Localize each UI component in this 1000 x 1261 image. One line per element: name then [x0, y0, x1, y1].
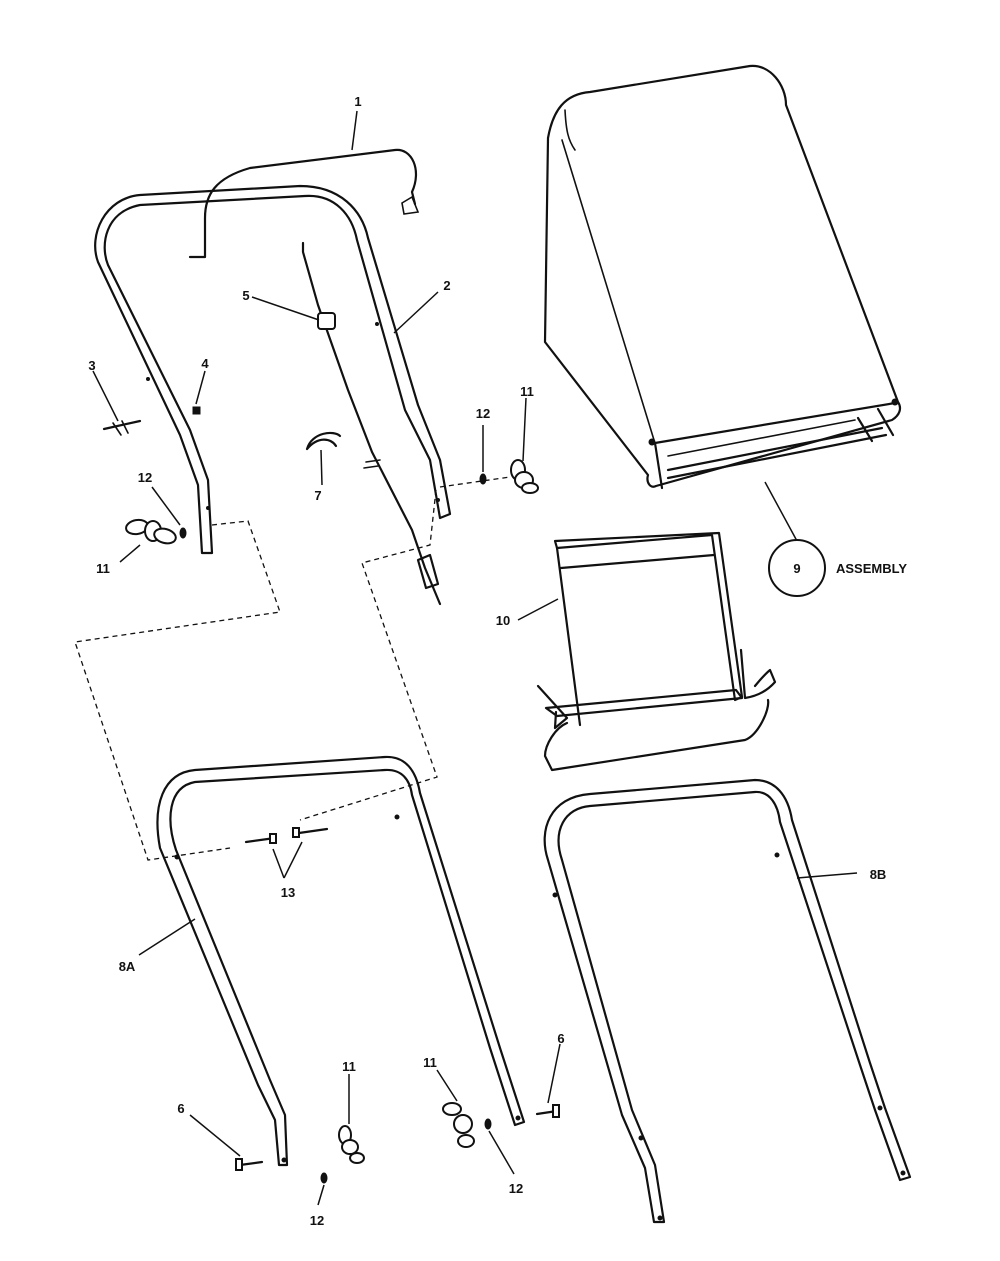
callout-4: 4	[201, 356, 209, 371]
leader-4	[195, 370, 206, 405]
callout-6b: 6	[557, 1031, 564, 1046]
callout-3: 3	[88, 358, 95, 373]
callout-11d: 11	[423, 1055, 437, 1070]
part-11-wing-nut-lower-right	[442, 1102, 475, 1148]
part-5-control-cable	[301, 241, 442, 606]
leader-9	[764, 481, 798, 542]
leader-8a	[138, 918, 196, 956]
leader-3	[92, 370, 119, 422]
leader-10	[517, 598, 559, 621]
part-6-bolt-right	[535, 1104, 560, 1118]
callout-12c: 12	[310, 1213, 324, 1228]
leader-7	[320, 449, 323, 486]
leader-11a	[119, 544, 141, 563]
part-7-cable-clip	[305, 431, 342, 451]
part-11-wing-nut-upper-left	[125, 518, 177, 545]
assembly-label: ASSEMBLY	[836, 561, 907, 576]
callout-8b: 8B	[870, 867, 887, 882]
part-8a-lower-handle	[156, 755, 526, 1167]
callout-11c: 11	[342, 1059, 356, 1074]
callout-9: 9	[793, 561, 800, 576]
leader-12a	[151, 486, 181, 526]
part-1-control-bail	[188, 148, 420, 259]
leader-1	[351, 110, 358, 151]
callout-9-circle	[768, 539, 826, 597]
part-13-bolts	[244, 827, 329, 844]
callout-1: 1	[354, 94, 361, 109]
leader-12c	[317, 1184, 325, 1206]
callout-2: 2	[443, 278, 450, 293]
callout-7: 7	[314, 488, 321, 503]
part-3-clip	[102, 419, 142, 436]
callout-6a: 6	[177, 1101, 184, 1116]
leader-13a	[272, 848, 285, 879]
leader-2	[393, 291, 439, 334]
part-12-washer-lower-right	[484, 1118, 492, 1130]
callout-5: 5	[242, 288, 249, 303]
part-11-wing-nut-lower-left	[338, 1125, 365, 1164]
leader-11b	[522, 397, 527, 462]
leader-11d	[436, 1069, 458, 1102]
part-12-washer-upper-left	[179, 527, 187, 539]
leader-12d	[488, 1130, 515, 1175]
alignment-lines	[74, 476, 511, 861]
callout-13: 13	[281, 885, 295, 900]
leader-5	[251, 296, 320, 321]
part-11-wing-nut-upper-right	[510, 459, 539, 494]
part-12-washer-upper-right	[479, 473, 487, 485]
part-9-grass-catcher-bag	[543, 64, 902, 490]
leader-6b	[547, 1043, 561, 1104]
part-2-upper-handle	[94, 184, 452, 555]
callout-11a: 11	[96, 561, 110, 576]
callout-12a: 12	[138, 470, 152, 485]
callout-12b: 12	[476, 406, 490, 421]
callout-12d: 12	[509, 1181, 523, 1196]
callout-10: 10	[496, 613, 510, 628]
part-12-washer-lower-left	[320, 1172, 328, 1184]
leader-13b	[283, 841, 303, 879]
part-10-bag-frame	[536, 531, 777, 772]
callout-11b: 11	[520, 384, 534, 399]
part-8b-lower-handle	[543, 778, 912, 1224]
part-6-bolt-left	[235, 1158, 264, 1171]
leader-6a	[189, 1114, 241, 1157]
part-4-nut	[192, 406, 201, 415]
callout-8a: 8A	[119, 959, 136, 974]
leader-8b	[796, 872, 858, 879]
